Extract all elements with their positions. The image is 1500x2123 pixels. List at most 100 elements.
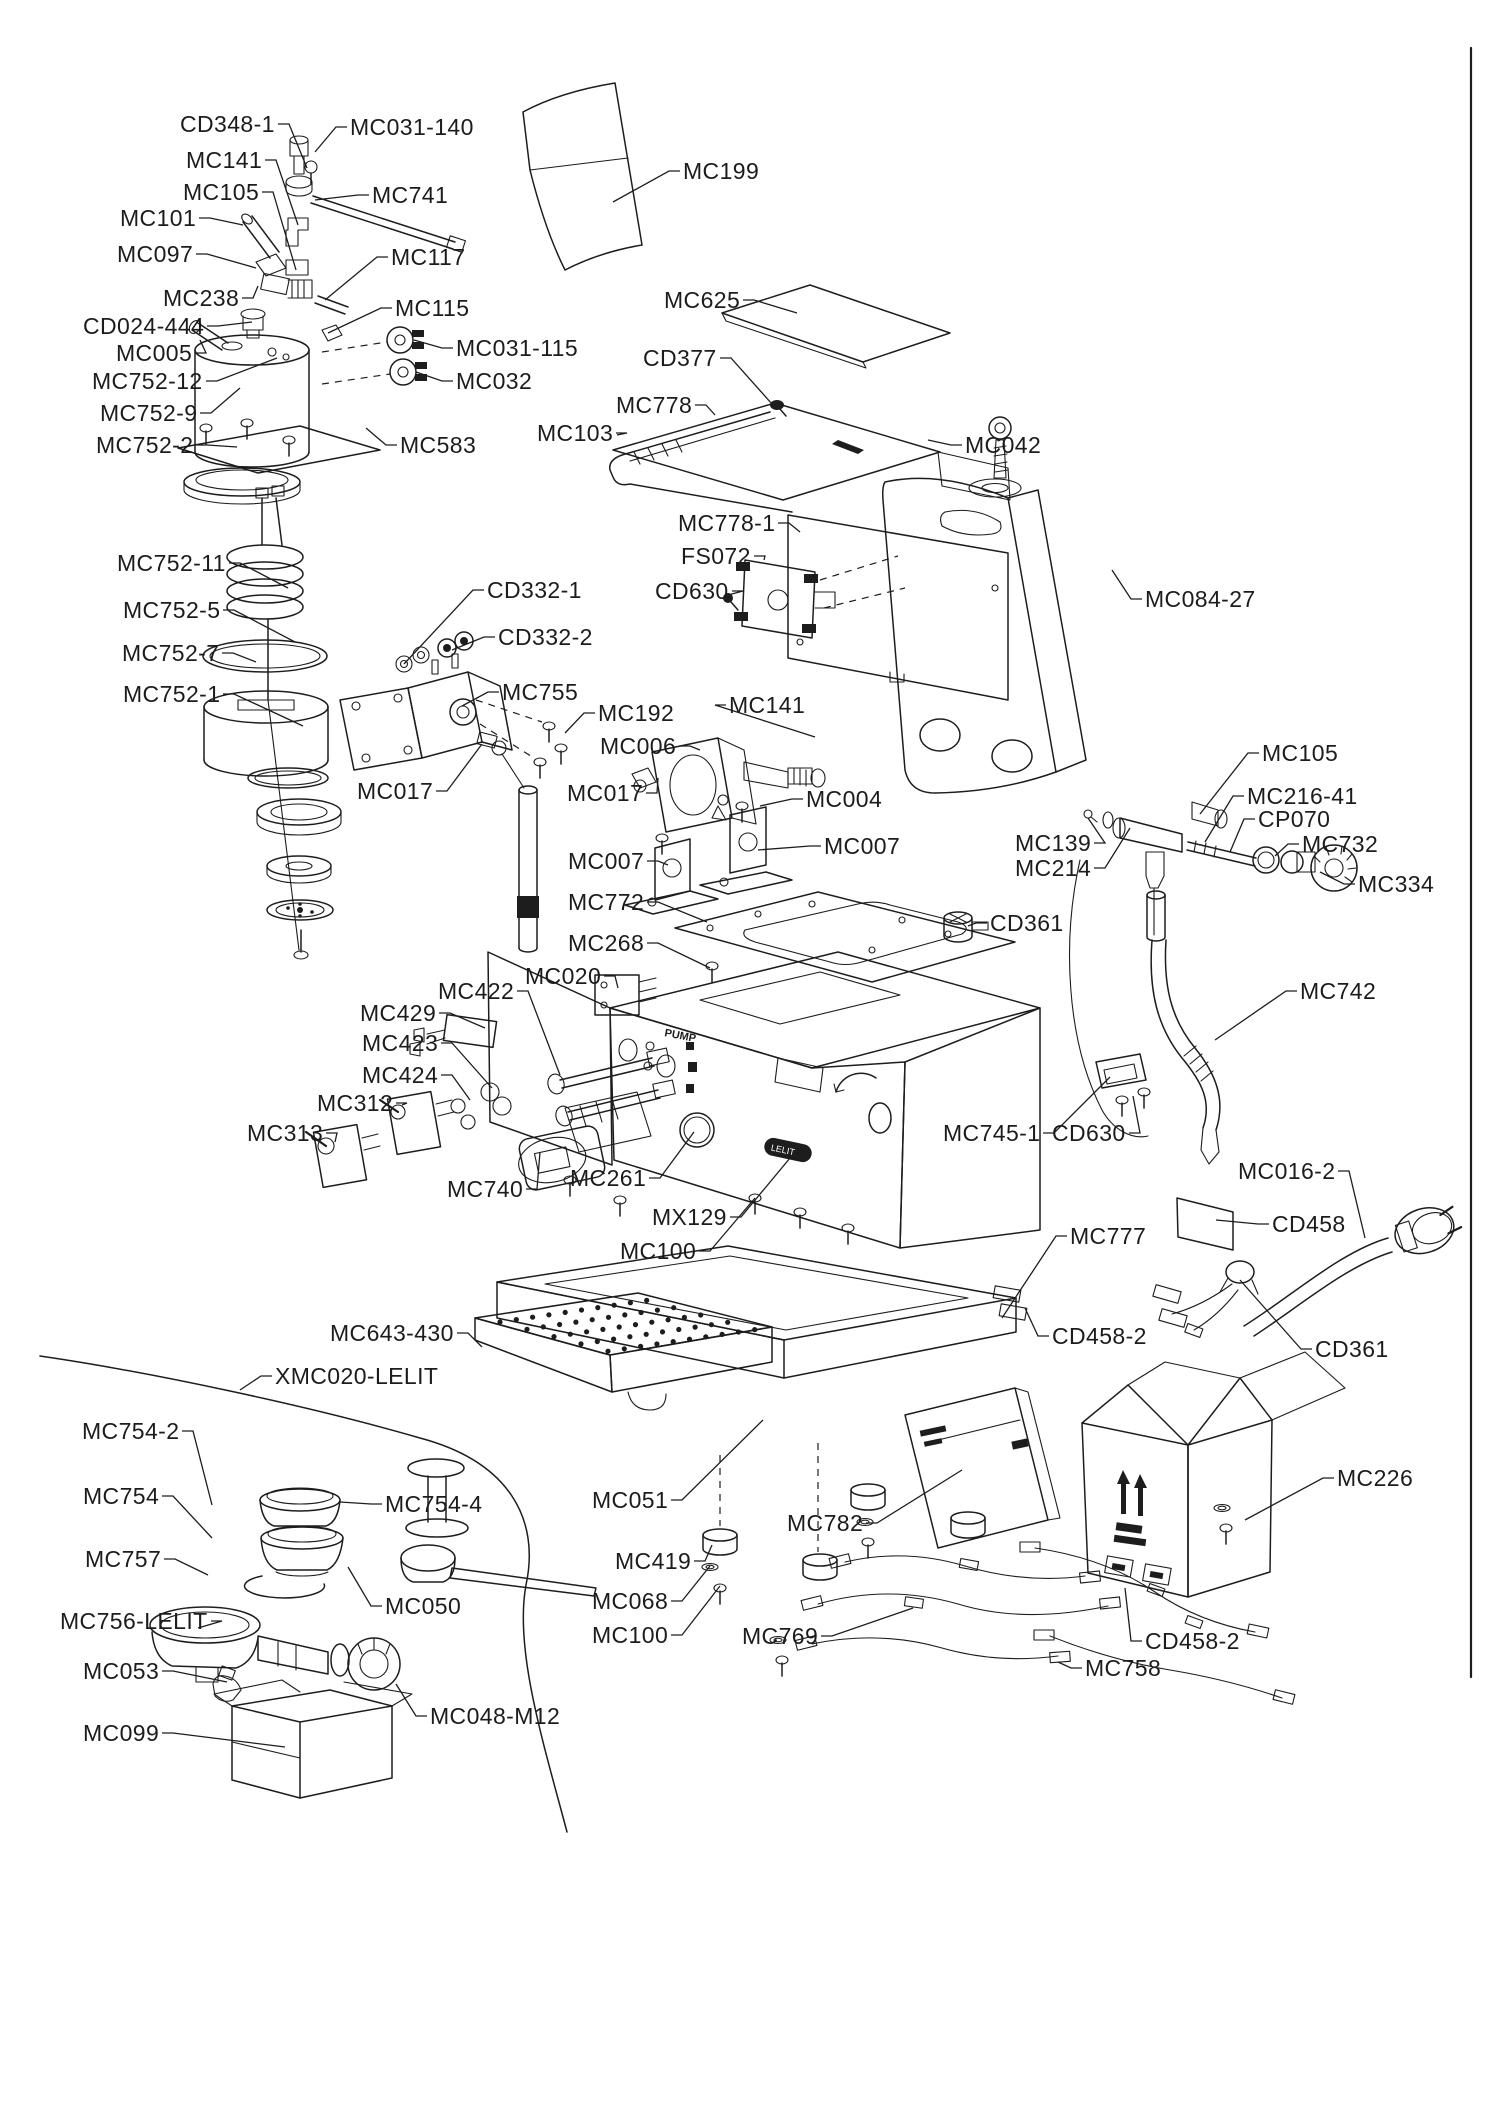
part-label-mc051-83: MC051 — [592, 1487, 669, 1513]
pump-panel-text: PUMP — [663, 1027, 696, 1045]
part-label-cd332-1-29: CD332-1 — [487, 577, 582, 603]
leader-line-mc754-75 — [162, 1495, 213, 1539]
leader-line-mc084-27-27 — [1111, 569, 1142, 600]
part-label-mc742-51: MC742 — [1300, 978, 1377, 1004]
leader-line-mc051-83 — [671, 1419, 764, 1501]
lelit-logo-text: LELIT — [770, 1143, 796, 1158]
part-label-cp070-47: CP070 — [1258, 806, 1331, 832]
part-label-cd361-71: CD361 — [1315, 1336, 1389, 1362]
part-label-mc752-1-33: MC752-1 — [123, 681, 221, 707]
leader-line-mc429-56 — [439, 1012, 486, 1029]
leader-line-mc139-43 — [1087, 817, 1107, 844]
part-label-mc756-lelit-79: MC756-LELIT — [60, 1608, 208, 1634]
part-label-mc778-1-24: MC778-1 — [678, 510, 776, 536]
leader-line-mc199-18 — [612, 170, 680, 203]
leader-line-mc192-35 — [564, 712, 595, 734]
power-cord-drawing — [1152, 1197, 1463, 1338]
part-label-mc782-84: MC782 — [787, 1510, 864, 1536]
part-label-mc115-9: MC115 — [395, 295, 470, 321]
leader-line-mc099-81 — [162, 1732, 286, 1748]
part-label-mc312-59: MC312 — [317, 1090, 394, 1116]
leader-line-cd332-1-29 — [403, 589, 484, 665]
leader-line-mc068-86 — [671, 1565, 711, 1602]
leader-line-mc101-5 — [199, 217, 244, 226]
leader-line-mc032-14 — [415, 371, 453, 382]
leader-line-cd348-1-0 — [278, 123, 308, 169]
part-label-mc752-5-30: MC752-5 — [123, 597, 221, 623]
leader-line-cd361-50 — [967, 922, 987, 927]
part-label-mc105-3: MC105 — [183, 179, 260, 205]
leader-line-mc115-9 — [327, 307, 392, 334]
part-label-mc313-60: MC313 — [247, 1120, 324, 1146]
part-label-mc752-11-28: MC752-11 — [117, 550, 226, 576]
part-label-mc754-75: MC754 — [83, 1483, 160, 1509]
leader-line-cd630-66 — [1129, 1095, 1141, 1134]
part-label-mc048-m12-82: MC048-M12 — [430, 1703, 561, 1729]
leader-line-mc261-62 — [649, 1131, 695, 1179]
part-label-mc422-55: MC422 — [438, 978, 515, 1004]
leader-line-mc419-85 — [694, 1544, 713, 1562]
leader-line-mc777-67 — [1001, 1235, 1067, 1319]
part-label-mc226-89: MC226 — [1337, 1465, 1414, 1491]
leader-line-mc752-11-28 — [229, 562, 289, 589]
leader-line-mc141-2 — [265, 159, 299, 226]
part-label-mc016-2-69: MC016-2 — [1238, 1158, 1336, 1184]
accessories-kit-drawing — [39, 1355, 597, 1833]
part-label-mc754-2-74: MC754-2 — [82, 1418, 180, 1444]
part-label-mc042-23: MC042 — [965, 432, 1042, 458]
part-label-mc031-115-12: MC031-115 — [456, 335, 579, 361]
leader-line-mc334-49 — [1319, 871, 1355, 885]
part-label-mc752-7-32: MC752-7 — [122, 640, 220, 666]
leader-line-cp070-47 — [1229, 818, 1255, 853]
part-label-mc741-4: MC741 — [372, 182, 449, 208]
part-label-mc141-36: MC141 — [729, 692, 806, 718]
leader-line-mc214-44 — [1094, 827, 1131, 869]
leader-line-mc778-1-24 — [778, 522, 801, 533]
leader-line-mc643-430-72 — [457, 1332, 483, 1348]
leader-line-mc004-40 — [759, 798, 803, 807]
part-label-mc334-49: MC334 — [1358, 871, 1435, 897]
leader-line-cd458-2-68 — [1024, 1307, 1049, 1337]
leader-line-mc752-5-30 — [223, 609, 296, 643]
part-label-cd458-2-90: CD458-2 — [1145, 1628, 1240, 1654]
part-label-mc117-7: MC117 — [391, 244, 466, 270]
part-label-mc017-38: MC017 — [357, 778, 434, 804]
part-label-mc625-19: MC625 — [664, 287, 741, 313]
leader-line-mc313-60 — [326, 1132, 338, 1143]
part-label-mc216-41-46: MC216-41 — [1247, 783, 1358, 809]
part-label-mc583-17: MC583 — [400, 432, 477, 458]
leader-line-mc007-41 — [647, 860, 669, 866]
part-label-cd024-444-10: CD024-444 — [83, 313, 205, 339]
part-label-mc050-78: MC050 — [385, 1593, 462, 1619]
boiler-assembly-drawing — [177, 135, 467, 505]
leader-line-mc752-9-15 — [200, 387, 241, 414]
leader-line-mc752-12-13 — [206, 357, 278, 382]
brew-valve-block-drawing — [339, 631, 568, 953]
base-plate-drawing — [674, 891, 1016, 983]
leader-line-mc042-23 — [927, 439, 962, 446]
part-label-mc755-34: MC755 — [502, 679, 579, 705]
leader-line-mc742-51 — [1214, 990, 1297, 1041]
leader-line-mc423-57 — [441, 1042, 493, 1089]
leader-line-mc016-2-69 — [1338, 1170, 1366, 1239]
lelit-logo-badge: LELIT — [764, 1137, 812, 1163]
heating-coil-stack-drawing — [202, 485, 342, 960]
leader-line-mc097-6 — [196, 253, 257, 269]
part-label-xmc020-lelit-73: XMC020-LELIT — [275, 1363, 439, 1389]
base-drip-tray-drawing — [474, 1245, 1233, 1677]
leader-line-mc103-22 — [616, 432, 628, 436]
leader-line-mc006-37 — [679, 745, 701, 751]
part-label-mc031-140-1: MC031-140 — [350, 114, 474, 140]
part-label-mc099-81: MC099 — [83, 1720, 160, 1746]
leader-line-mc769-88 — [821, 1607, 914, 1637]
part-label-mc097-6: MC097 — [117, 241, 194, 267]
part-label-mc103-22: MC103 — [537, 420, 614, 446]
part-label-mx129-63: MX129 — [652, 1204, 727, 1230]
part-label-cd458-70: CD458 — [1272, 1211, 1346, 1237]
drip-grate-holes — [497, 1297, 758, 1354]
part-label-mc769-88: MC769 — [742, 1623, 819, 1649]
leader-line-mc741-4 — [314, 194, 369, 201]
leader-line-mc778-21 — [695, 404, 716, 416]
wiring-harness-drawing — [794, 1541, 1296, 1705]
